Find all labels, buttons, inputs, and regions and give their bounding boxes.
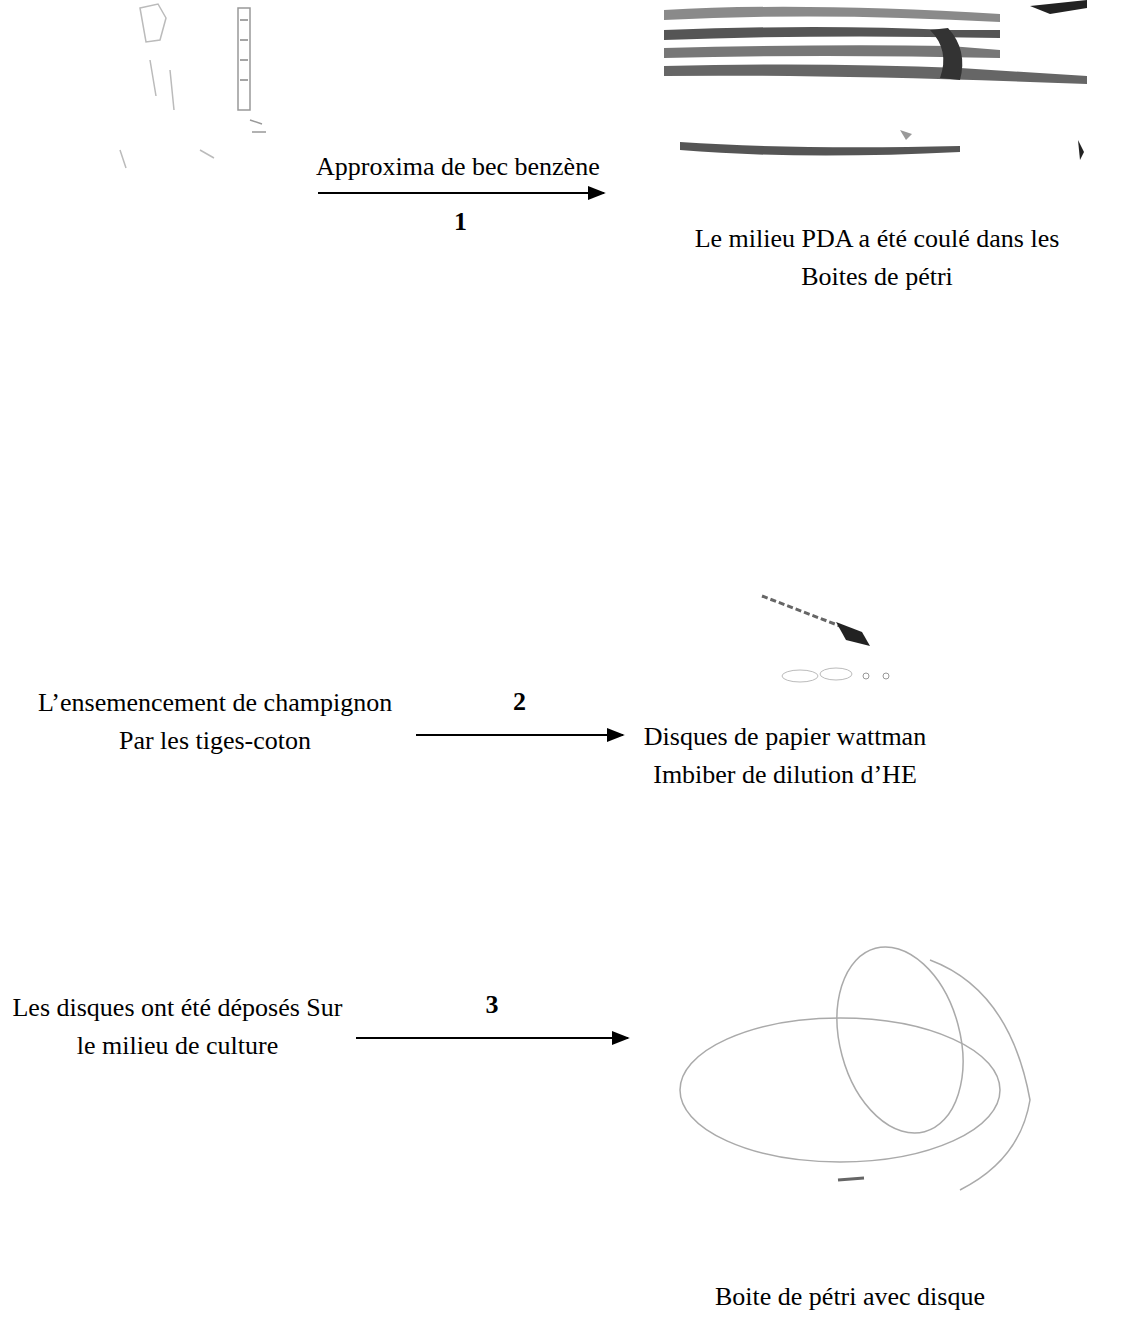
photo-caption-box: Disques de papier wattman Imbiber de dil… xyxy=(625,570,945,796)
step-number: 2 xyxy=(513,685,526,719)
caption-text: Le milieu PDA a été coulé dans les Boite… xyxy=(662,220,1092,296)
caption-text: Disques de papier wattman Imbiber de dil… xyxy=(628,718,943,794)
petri-dishes-photo xyxy=(662,0,1087,170)
caption-text: Les disques ont été déposés Sur le milie… xyxy=(10,989,345,1065)
photo-caption-box: Boite de pétri avec disque xyxy=(630,930,1070,1320)
step-text-box: L’ensemencement de champignon Par les ti… xyxy=(20,680,410,764)
petri-dish-photo xyxy=(680,933,1030,1190)
step-number: 1 xyxy=(454,205,467,239)
paper-discs-photo xyxy=(762,596,889,682)
step-arrow xyxy=(318,192,604,194)
caption-text: Boite de pétri avec disque xyxy=(635,1278,1065,1316)
photo-caption-box: Le milieu PDA a été coulé dans les Boite… xyxy=(662,0,1092,300)
step-arrow xyxy=(356,1037,628,1039)
step-text-box: Les disques ont été déposés Sur le milie… xyxy=(5,985,350,1069)
caption-text: L’ensemencement de champignon Par les ti… xyxy=(29,684,401,760)
step-caption: Approxima de bec benzène xyxy=(316,150,600,184)
step-number: 3 xyxy=(486,988,499,1022)
bottles-photo xyxy=(120,4,266,168)
step-arrow xyxy=(416,734,623,736)
